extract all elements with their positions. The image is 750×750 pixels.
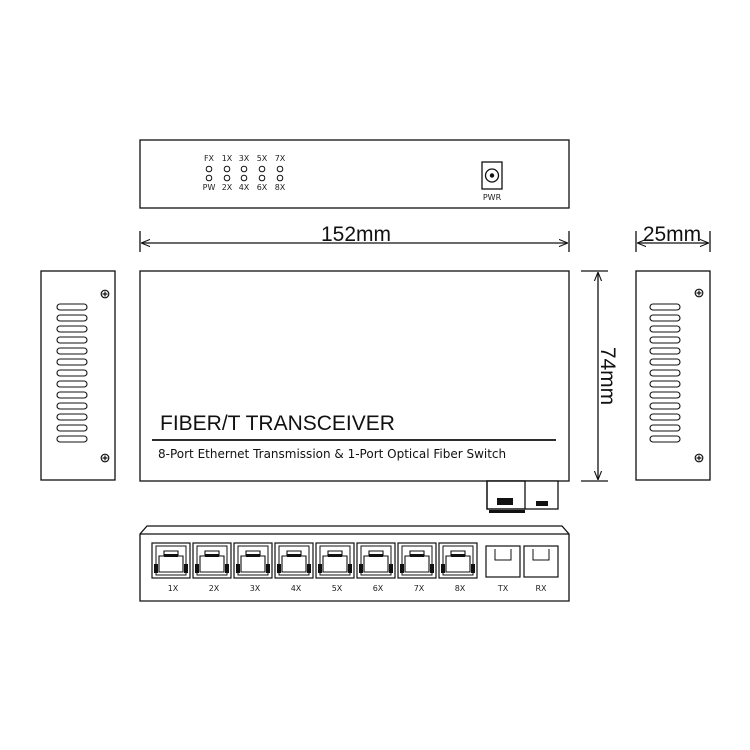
fiber-port-label: TX xyxy=(497,584,509,593)
rj45-port-group: 1X 2X 3X 4X 5X 6X 7X 8X xyxy=(151,542,478,593)
vent-slot xyxy=(649,314,681,322)
led-indicator-group: FX PW 1X 2X 3X 4X 5X 6X 7X 8X xyxy=(203,154,286,192)
led-label-top: 3X xyxy=(239,154,250,163)
vent-slot xyxy=(649,424,681,432)
vent-slot xyxy=(56,369,88,377)
vent-slot xyxy=(56,424,88,432)
right-side-panel xyxy=(635,270,711,481)
vent-slot xyxy=(649,325,681,333)
height-dimension-label: 74mm xyxy=(596,347,619,405)
led-label-top: FX xyxy=(204,154,215,163)
led-indicator-icon xyxy=(240,165,248,173)
vent-slot xyxy=(649,358,681,366)
rj45-port-7x[interactable] xyxy=(397,542,437,579)
port-label: 6X xyxy=(373,584,384,593)
led-indicator-icon xyxy=(276,174,284,182)
led-indicator-icon xyxy=(276,165,284,173)
vent-slot xyxy=(56,391,88,399)
vent-slot xyxy=(56,314,88,322)
led-indicator-icon xyxy=(223,174,231,182)
port-label: 7X xyxy=(414,584,425,593)
power-label: PWR xyxy=(483,193,502,202)
led-label-top: 5X xyxy=(257,154,268,163)
vent-slot xyxy=(649,402,681,410)
led-label-bottom: 6X xyxy=(257,183,268,192)
port-label: 5X xyxy=(332,584,343,593)
vent-slot xyxy=(649,413,681,421)
rj45-port-8x[interactable] xyxy=(438,542,478,579)
width-dimension-label: 152mm xyxy=(321,223,391,246)
top-view: FIBER/T TRANSCEIVER 8-Port Ethernet Tran… xyxy=(139,270,570,513)
left-vent-slots xyxy=(56,303,88,443)
fiber-port-tx[interactable] xyxy=(485,545,521,578)
product-subtitle: 8-Port Ethernet Transmission & 1-Port Op… xyxy=(158,447,506,461)
led-label-bottom: 4X xyxy=(239,183,250,192)
led-indicator-icon xyxy=(240,174,248,182)
width-dimension: 152mm xyxy=(139,223,570,252)
fiber-port-group: TX RX xyxy=(485,545,559,593)
led-indicator-icon xyxy=(258,174,266,182)
led-indicator-icon xyxy=(258,165,266,173)
power-jack-icon xyxy=(481,161,503,190)
rj45-port-3x[interactable] xyxy=(233,542,273,579)
rj45-port-4x[interactable] xyxy=(274,542,314,579)
led-indicator-icon xyxy=(205,174,213,182)
vent-slot xyxy=(56,380,88,388)
vent-slot xyxy=(56,336,88,344)
vent-slot xyxy=(649,435,681,443)
led-label-bottom: 2X xyxy=(222,183,233,192)
rj45-port-5x[interactable] xyxy=(315,542,355,579)
port-label: 8X xyxy=(455,584,466,593)
rj45-port-6x[interactable] xyxy=(356,542,396,579)
led-indicator-icon xyxy=(205,165,213,173)
vent-slot xyxy=(649,303,681,311)
front-panel-view: FX PW 1X 2X 3X 4X 5X 6X 7X 8X PWR xyxy=(139,139,570,209)
port-label: 2X xyxy=(209,584,220,593)
top-view-outline xyxy=(139,270,570,482)
led-label-top: 7X xyxy=(275,154,286,163)
vent-slot xyxy=(649,369,681,377)
depth-dimension-label: 25mm xyxy=(643,223,701,246)
vent-slot xyxy=(649,391,681,399)
vent-slot xyxy=(649,347,681,355)
led-label-bottom: PW xyxy=(203,183,216,192)
rj45-port-2x[interactable] xyxy=(192,542,232,579)
left-side-panel xyxy=(40,270,116,481)
vent-slot xyxy=(56,413,88,421)
front-panel-outline xyxy=(139,139,570,209)
depth-dimension: 25mm xyxy=(635,223,711,252)
product-title: FIBER/T TRANSCEIVER xyxy=(160,412,395,435)
fiber-connector-icon xyxy=(486,480,559,513)
rj45-port-1x[interactable] xyxy=(151,542,191,579)
vent-slot xyxy=(56,347,88,355)
led-label-bottom: 8X xyxy=(275,183,286,192)
vent-slot xyxy=(56,303,88,311)
left-screw-bottom-icon xyxy=(100,453,110,463)
vent-slot xyxy=(56,358,88,366)
right-screw-top-icon xyxy=(694,288,704,298)
vent-slot xyxy=(649,380,681,388)
height-dimension: 74mm xyxy=(581,270,619,482)
right-screw-bottom-icon xyxy=(694,453,704,463)
port-label: 3X xyxy=(250,584,261,593)
led-label-top: 1X xyxy=(222,154,233,163)
vent-slot xyxy=(56,402,88,410)
vent-slot xyxy=(649,336,681,344)
fiber-port-rx[interactable] xyxy=(523,545,559,578)
port-label: 4X xyxy=(291,584,302,593)
vent-slot xyxy=(56,325,88,333)
left-screw-top-icon xyxy=(100,289,110,299)
right-vent-slots xyxy=(649,303,681,443)
led-indicator-icon xyxy=(223,165,231,173)
port-label: 1X xyxy=(168,584,179,593)
rear-panel-view: 1X 2X 3X 4X 5X 6X 7X 8X TX RX xyxy=(139,525,570,602)
fiber-port-label: RX xyxy=(535,584,547,593)
vent-slot xyxy=(56,435,88,443)
